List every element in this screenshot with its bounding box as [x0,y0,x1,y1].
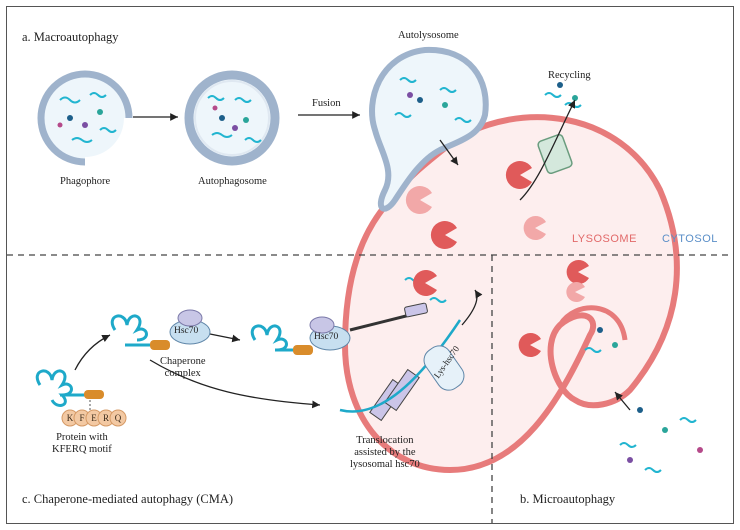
microautophagy-vesicle [557,305,628,341]
motif-letter: Q [115,413,122,423]
figure-frame [6,6,734,524]
cargo-dots [57,82,703,463]
autophagosome [184,70,280,166]
lysosomal-enzymes [405,161,589,357]
translocation-label: Translocation assisted by the lysosomal … [350,435,420,470]
cma-substrate-bound [250,302,428,355]
process-arrows [74,111,631,411]
protein-kferq-label: Protein with KFERQ motif [52,432,112,455]
phagophore [37,70,134,167]
autophagosome-label: Autophagosome [198,176,267,187]
section-title-cma: c. Chaperone-mediated autophagy (CMA) [22,492,234,506]
cytosol-label: CYTOSOL [662,233,718,245]
kferq-motif: K F E R Q [61,409,127,427]
phagophore-label: Phagophore [60,176,111,187]
hsc70-label: Hsc70 [174,326,199,336]
motif-letter: F [79,413,84,423]
motif-letter: K [67,413,74,423]
recycling-transporter [519,99,576,201]
autolysosome-label: Autolysosome [398,30,459,41]
fusion-label: Fusion [312,98,341,109]
section-title-microautophagy: b. Microautophagy [520,492,616,506]
lysosome-label: LYSOSOME [572,233,637,245]
hsc70-bound-label: Hsc70 [314,332,339,342]
autolysosome [369,46,489,212]
lamp2a-translocator [339,319,465,422]
section-title-macroautophagy: a. Macroautophagy [22,30,119,44]
motif-letter: R [103,413,109,423]
recycling-label: Recycling [548,70,591,81]
cargo-particles [59,77,697,473]
chaperone-complex [110,309,211,350]
motif-letter: E [91,413,97,423]
chaperone-complex-label: Chaperone complex [160,356,206,379]
kferq-protein [35,369,104,410]
